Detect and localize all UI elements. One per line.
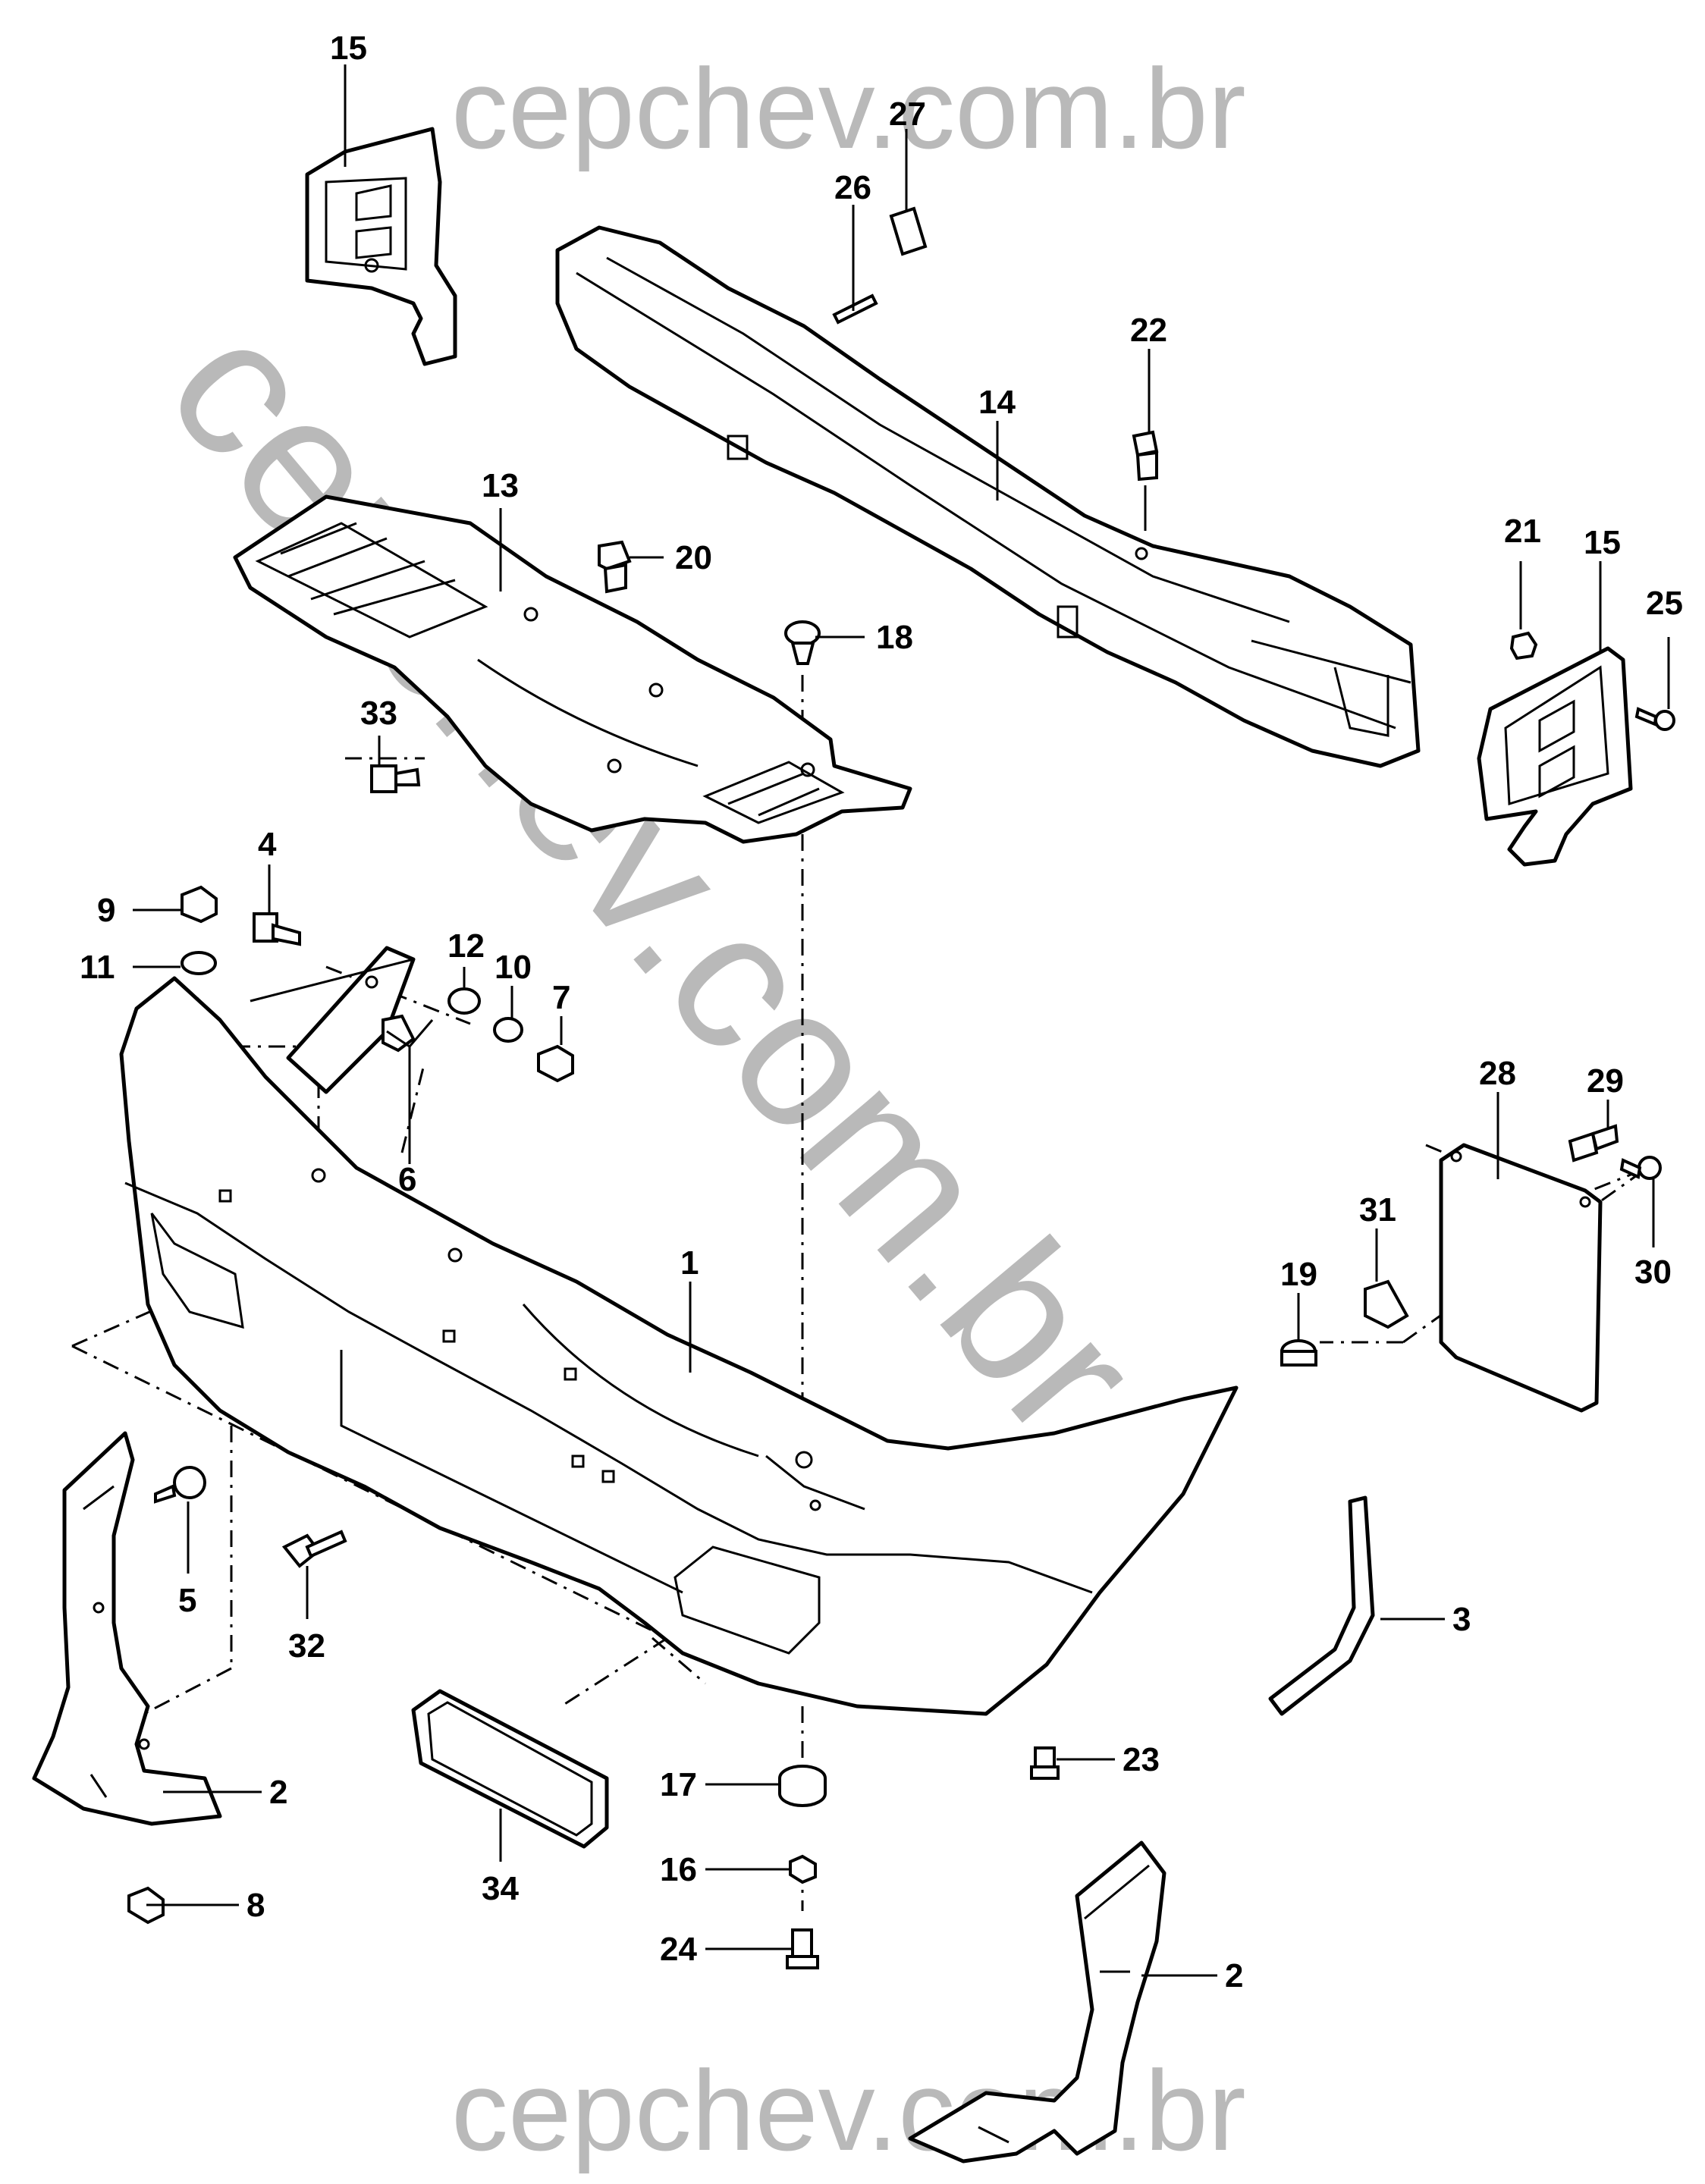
- callout-24: 24: [660, 1931, 697, 1968]
- callout-18: 18: [876, 619, 913, 656]
- bracket-left-2: [32, 1431, 222, 1826]
- callout-4: 4: [258, 826, 277, 863]
- callout-15-left: 15: [330, 30, 367, 67]
- callout-20: 20: [675, 539, 712, 576]
- callout-22: 22: [1130, 312, 1167, 349]
- callout-7: 7: [552, 979, 570, 1016]
- callout-6: 6: [398, 1161, 416, 1198]
- bumper-cover-1: [119, 976, 1239, 1716]
- callout-8: 8: [246, 1887, 265, 1924]
- bracket-right-15: [1477, 646, 1633, 867]
- watermark-bottom: cepchev.com.br: [451, 2047, 1246, 2174]
- callout-12: 12: [447, 927, 485, 965]
- callout-16: 16: [660, 1851, 697, 1888]
- callout-17: 17: [660, 1766, 697, 1803]
- callout-29: 29: [1587, 1062, 1624, 1100]
- callout-15-right: 15: [1584, 524, 1621, 561]
- callout-26: 26: [834, 169, 871, 206]
- callout-21: 21: [1504, 513, 1541, 550]
- callout-34: 34: [482, 1870, 519, 1907]
- callout-32: 32: [288, 1627, 325, 1665]
- leader-lines: [133, 64, 1670, 1977]
- step-pad-13: [233, 494, 912, 844]
- callout-1: 1: [680, 1244, 699, 1282]
- mounting-bracket-6: [250, 946, 416, 1094]
- callout-19: 19: [1280, 1256, 1317, 1293]
- bracket-right-2: [908, 1840, 1166, 2164]
- trim-strip-3: [1268, 1495, 1375, 1716]
- callout-numbers: 15 27 26 22 14 13 20 18 21 15 25 33 4 9 …: [80, 30, 1683, 1994]
- hardware: [127, 206, 1675, 1969]
- reinforcement-beam-14: [555, 225, 1421, 768]
- callout-14: 14: [978, 384, 1016, 421]
- callout-31: 31: [1359, 1191, 1396, 1228]
- reflector-34: [411, 1689, 609, 1849]
- license-plate-bracket-28: [1439, 1143, 1603, 1413]
- callout-25: 25: [1646, 585, 1683, 622]
- callout-9: 9: [97, 892, 115, 929]
- callout-11: 11: [80, 949, 115, 986]
- callout-13: 13: [482, 467, 519, 504]
- callout-33: 33: [360, 695, 397, 732]
- callout-30: 30: [1634, 1254, 1672, 1291]
- callout-5: 5: [178, 1582, 196, 1619]
- callout-3: 3: [1452, 1601, 1471, 1638]
- bracket-left-15: [305, 127, 457, 366]
- callout-28: 28: [1479, 1055, 1516, 1092]
- callout-2-right: 2: [1225, 1957, 1243, 1994]
- watermark-top: cepchev.com.br: [451, 45, 1246, 172]
- callout-27: 27: [889, 96, 926, 133]
- callout-23: 23: [1123, 1741, 1160, 1778]
- callout-2-left: 2: [269, 1774, 287, 1811]
- callout-10: 10: [495, 949, 532, 986]
